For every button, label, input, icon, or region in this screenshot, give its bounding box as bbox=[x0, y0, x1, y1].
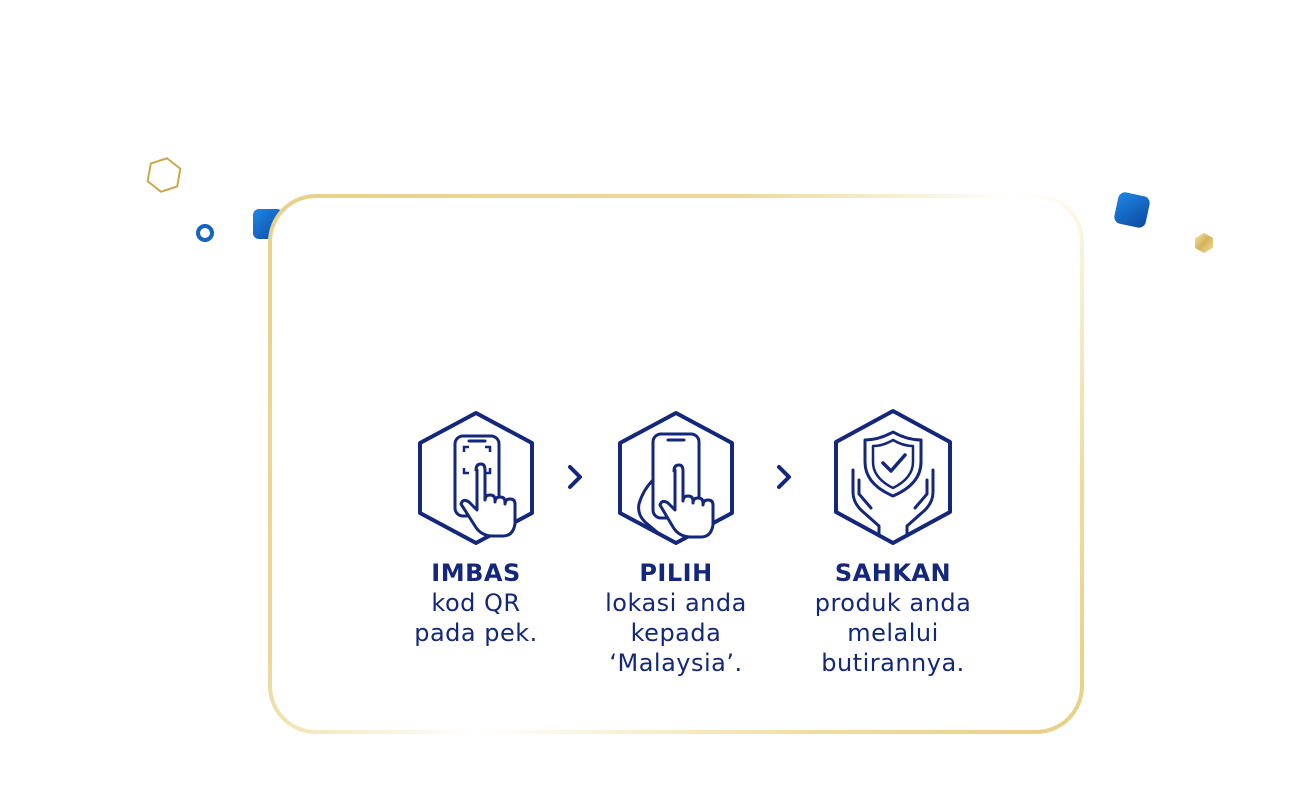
qr-scan-phone-icon bbox=[418, 411, 534, 545]
step-title: SAHKAN bbox=[834, 559, 952, 587]
step-description-line: kod QR bbox=[431, 589, 521, 617]
step-title: PILIH bbox=[639, 559, 713, 587]
chevron-right-icon bbox=[568, 465, 582, 489]
step-verify: SAHKAN produk anda melalui butirannya. bbox=[797, 408, 989, 678]
step-title: IMBAS bbox=[431, 559, 521, 587]
gold-hexagon-filled-icon bbox=[1195, 233, 1213, 253]
phone-in-hand-icon bbox=[618, 411, 734, 545]
step-description-line: kepada bbox=[630, 619, 722, 647]
step-description-line: melalui bbox=[847, 619, 939, 647]
shield-check-hands-icon bbox=[834, 409, 952, 545]
step-description-line: lokasi anda bbox=[605, 589, 747, 617]
blue-square-icon bbox=[1114, 192, 1150, 228]
step-description-line: produk anda bbox=[814, 589, 972, 617]
chevron-right-icon bbox=[777, 465, 791, 489]
blue-ring-icon bbox=[196, 224, 214, 242]
step-description-line: butirannya. bbox=[821, 649, 965, 677]
step-description-line: pada pek. bbox=[414, 619, 538, 647]
gold-hexagon-outline-icon bbox=[146, 157, 182, 193]
step-select: PILIH lokasi anda kepada ‘Malaysia’. bbox=[586, 410, 766, 678]
step-description-line: ‘Malaysia’. bbox=[609, 649, 743, 677]
step-scan: IMBAS kod QR pada pek. bbox=[396, 410, 556, 648]
